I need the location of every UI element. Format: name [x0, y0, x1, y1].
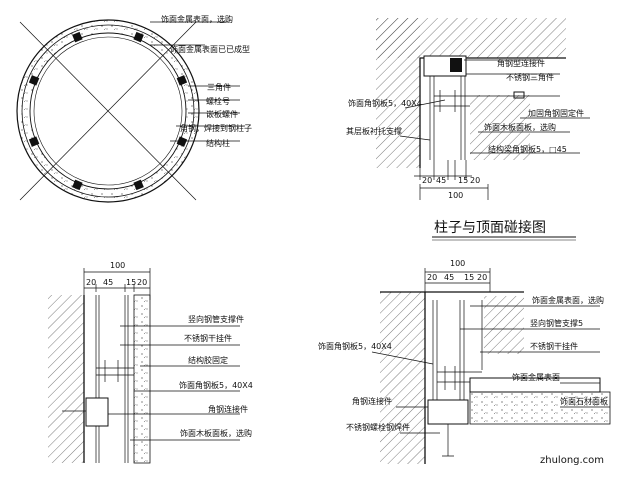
- side-label-5: 角钢连接件: [208, 404, 248, 414]
- ceiling-label-7: 结构梁角钢板5，□45: [488, 144, 567, 154]
- circle-label-3: 三角件: [207, 82, 231, 92]
- floor-label-1: 饰面金属表面，选购: [532, 295, 604, 305]
- bracket-clip: [133, 179, 144, 191]
- drawing-title: 柱子与顶面碰接图: [434, 219, 546, 236]
- floor-joint-labels: 饰面金属表面，选购 竖向钢管支撑5 不锈钢干挂件 饰面角钢板5，40X4 饰面金…: [318, 295, 610, 434]
- floor-dim-3: 15: [464, 273, 474, 282]
- floor-label-6: 角钢连接件: [352, 396, 392, 406]
- bracket-clip: [176, 136, 188, 147]
- side-wall-labels: 竖向钢管支撑件 不锈钢干挂件 结构胶固定 饰面角钢板5，40X4 角钢连接件 饰…: [108, 314, 253, 441]
- bracket-clip: [176, 75, 188, 86]
- ceiling-joint-detail: [376, 18, 566, 180]
- side-label-4: 饰面角钢板5，40X4: [179, 380, 253, 390]
- ceiling-label-6: 饰面木板面板，选购: [484, 122, 556, 132]
- floor-dim-4: 20: [477, 273, 487, 282]
- side-dimensions: 100 20 45 15 20: [86, 261, 147, 287]
- side-dim-2: 45: [103, 278, 113, 287]
- watermark: zhulong.com: [540, 455, 604, 466]
- circle-label-2: 饰面金属表面已已成型: [170, 44, 250, 54]
- circle-label-7: 结构柱: [206, 138, 230, 148]
- circle-section-labels: 饰面金属表面，选购 饰面金属表面已已成型 三角件 螺栓号 嵌板螺件 角钢，焊接到…: [150, 14, 252, 148]
- floor-label-7: 饰面石材面板: [560, 396, 608, 406]
- circle-label-5: 嵌板螺件: [206, 109, 238, 119]
- floor-dim-total: 100: [450, 259, 465, 268]
- ceiling-dim-3: 15: [458, 176, 468, 185]
- side-wall-detail: [48, 268, 151, 464]
- circle-label-6: 角钢，焊接到钢柱子: [180, 123, 252, 133]
- side-dim-4: 20: [137, 278, 147, 287]
- circle-label-1: 饰面金属表面，选购: [161, 14, 233, 24]
- ceiling-label-2: 不锈钢三角件: [506, 72, 554, 82]
- floor-label-4: 饰面角钢板5，40X4: [318, 341, 392, 351]
- floor-dim-2: 45: [444, 273, 454, 282]
- floor-label-5: 饰面金属表面: [512, 372, 560, 382]
- side-label-6: 饰面木板面板，选购: [180, 428, 252, 438]
- side-dim-1: 20: [86, 278, 96, 287]
- floor-dimensions: 100 20 45 15 20: [427, 259, 487, 282]
- side-label-1: 竖向钢管支撑件: [188, 314, 244, 324]
- bracket-clip: [72, 31, 83, 43]
- ceiling-dim-4: 20: [470, 176, 480, 185]
- ceiling-label-1: 角钢型连接件: [497, 58, 545, 68]
- bracket-clip: [28, 75, 40, 86]
- floor-label-3: 不锈钢干挂件: [530, 341, 578, 351]
- ceiling-dim-total: 100: [448, 191, 463, 200]
- ceiling-joint-labels: 角钢型连接件 不锈钢三角件 饰面角钢板5，40X4 加固角钢固定件 其层板衬托支…: [346, 58, 590, 154]
- side-label-2: 不锈钢干挂件: [184, 333, 232, 343]
- floor-label-8: 不锈钢螺栓钢焊件: [346, 422, 410, 432]
- circle-label-4: 螺栓号: [206, 96, 230, 106]
- side-label-3: 结构胶固定: [188, 355, 228, 365]
- side-dim-3: 15: [126, 278, 136, 287]
- bracket-clip: [28, 136, 40, 147]
- floor-label-2: 竖向钢管支撑5: [530, 318, 583, 328]
- bracket-clips: [28, 31, 188, 191]
- ceiling-dimensions: 20 45 15 20 100: [419, 176, 489, 200]
- bracket-clip: [133, 31, 144, 43]
- side-dim-total: 100: [110, 261, 125, 270]
- ceiling-dim-1: 20: [422, 176, 432, 185]
- ceiling-label-4: 加固角钢固定件: [528, 108, 584, 118]
- ceiling-label-5: 其层板衬托支撑: [346, 126, 402, 136]
- ceiling-label-3: 饰面角钢板5，40X4: [348, 98, 422, 108]
- floor-dim-1: 20: [427, 273, 437, 282]
- bracket-clip: [72, 179, 83, 191]
- column-circular-section: [16, 19, 230, 203]
- ceiling-dim-2: 45: [436, 176, 446, 185]
